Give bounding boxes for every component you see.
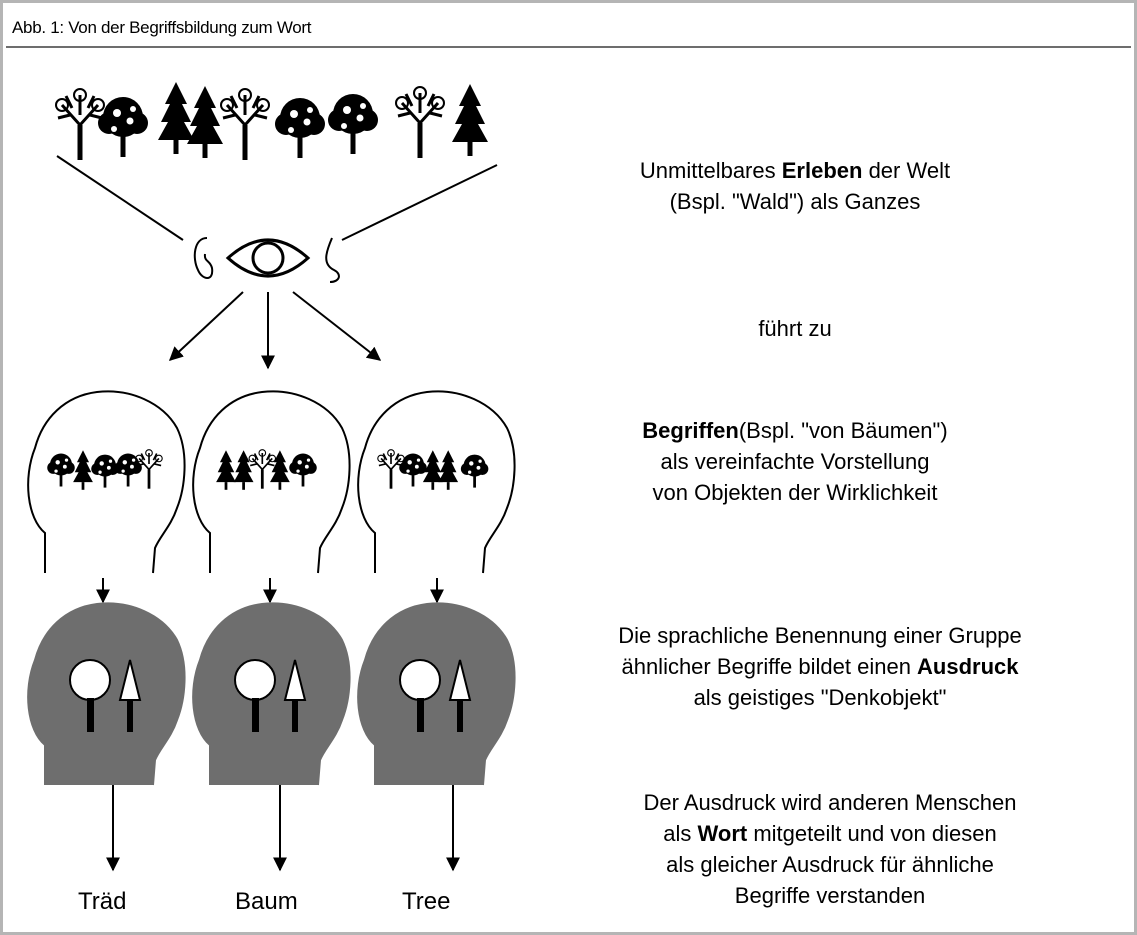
word-label: Baum xyxy=(235,888,298,915)
tree-icon xyxy=(219,87,271,162)
word-label: Tree xyxy=(402,888,451,915)
eye-icon xyxy=(225,238,311,278)
step5-text: Der Ausdruck wird anderen Menschen als W… xyxy=(643,790,1017,908)
tree-icon xyxy=(394,85,446,160)
step2-text: führt zu xyxy=(758,316,832,341)
caption-bar: Abb. 1: Von der Begriffsbildung zum Wort xyxy=(6,6,1131,48)
conifer-icon xyxy=(452,84,488,156)
forest xyxy=(54,82,488,162)
head-outline-icon xyxy=(27,390,186,574)
tree-icon xyxy=(54,87,106,162)
head-outline-icon xyxy=(357,390,516,574)
step1-text: Unmittelbares Erleben der Welt (Bspl. "W… xyxy=(639,158,951,214)
tree-icon xyxy=(98,97,148,157)
head-filled-icon xyxy=(27,602,186,786)
ear-icon xyxy=(193,237,214,279)
tree-icon xyxy=(275,98,325,158)
ear-icon xyxy=(325,237,340,283)
head-filled-icon xyxy=(357,602,516,786)
arrow-down-icon xyxy=(168,291,244,361)
arrow-down-icon xyxy=(292,291,382,361)
step4-text: Die sprachliche Benennung einer Gruppe ä… xyxy=(618,623,1022,710)
figure-caption: Abb. 1: Von der Begriffsbildung zum Wort xyxy=(12,18,312,37)
head-outline-icon xyxy=(192,390,351,574)
word-label: Träd xyxy=(78,888,127,915)
head-filled-icon xyxy=(192,602,351,786)
tree-icon xyxy=(328,94,378,154)
step3-text: Begriffen(Bspl. "von Bäumen") als verein… xyxy=(642,418,948,505)
conifer-icon xyxy=(187,86,223,158)
